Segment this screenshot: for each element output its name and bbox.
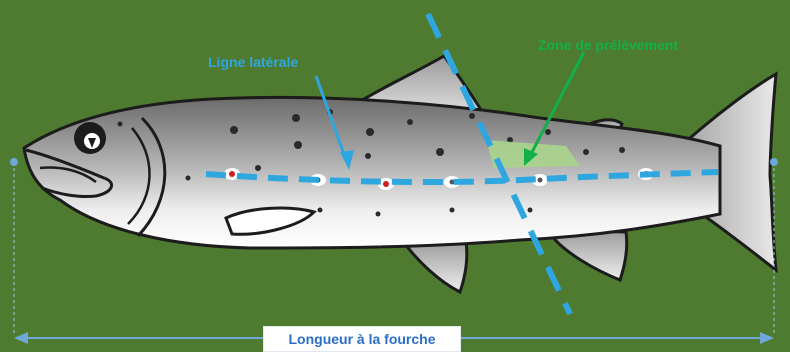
eye-icon [74, 122, 106, 154]
fork-length-label-box: Longueur à la fourche [263, 326, 461, 352]
pelvic-fin [402, 240, 467, 292]
fork-length-label: Longueur à la fourche [288, 331, 435, 347]
sampling-zone-label: Zone de prélèvement [538, 37, 678, 53]
lateral-line-label: Ligne latérale [208, 54, 298, 70]
